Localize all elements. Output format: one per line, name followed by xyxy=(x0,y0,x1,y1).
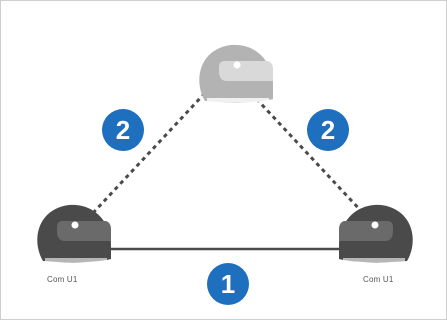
helmet-icon xyxy=(37,204,111,263)
right-helmet-label: Com U1 xyxy=(363,275,394,284)
dashed-link-right xyxy=(249,91,365,215)
badge-right-pair: 2 xyxy=(307,109,349,151)
badge-left-pair: 2 xyxy=(102,109,144,151)
left-helmet-label: Com U1 xyxy=(47,275,78,284)
helmet-icon xyxy=(339,204,413,263)
dashed-link-left xyxy=(91,91,207,215)
badge-bottom-link: 1 xyxy=(207,263,249,305)
helmet-icon xyxy=(199,44,273,103)
